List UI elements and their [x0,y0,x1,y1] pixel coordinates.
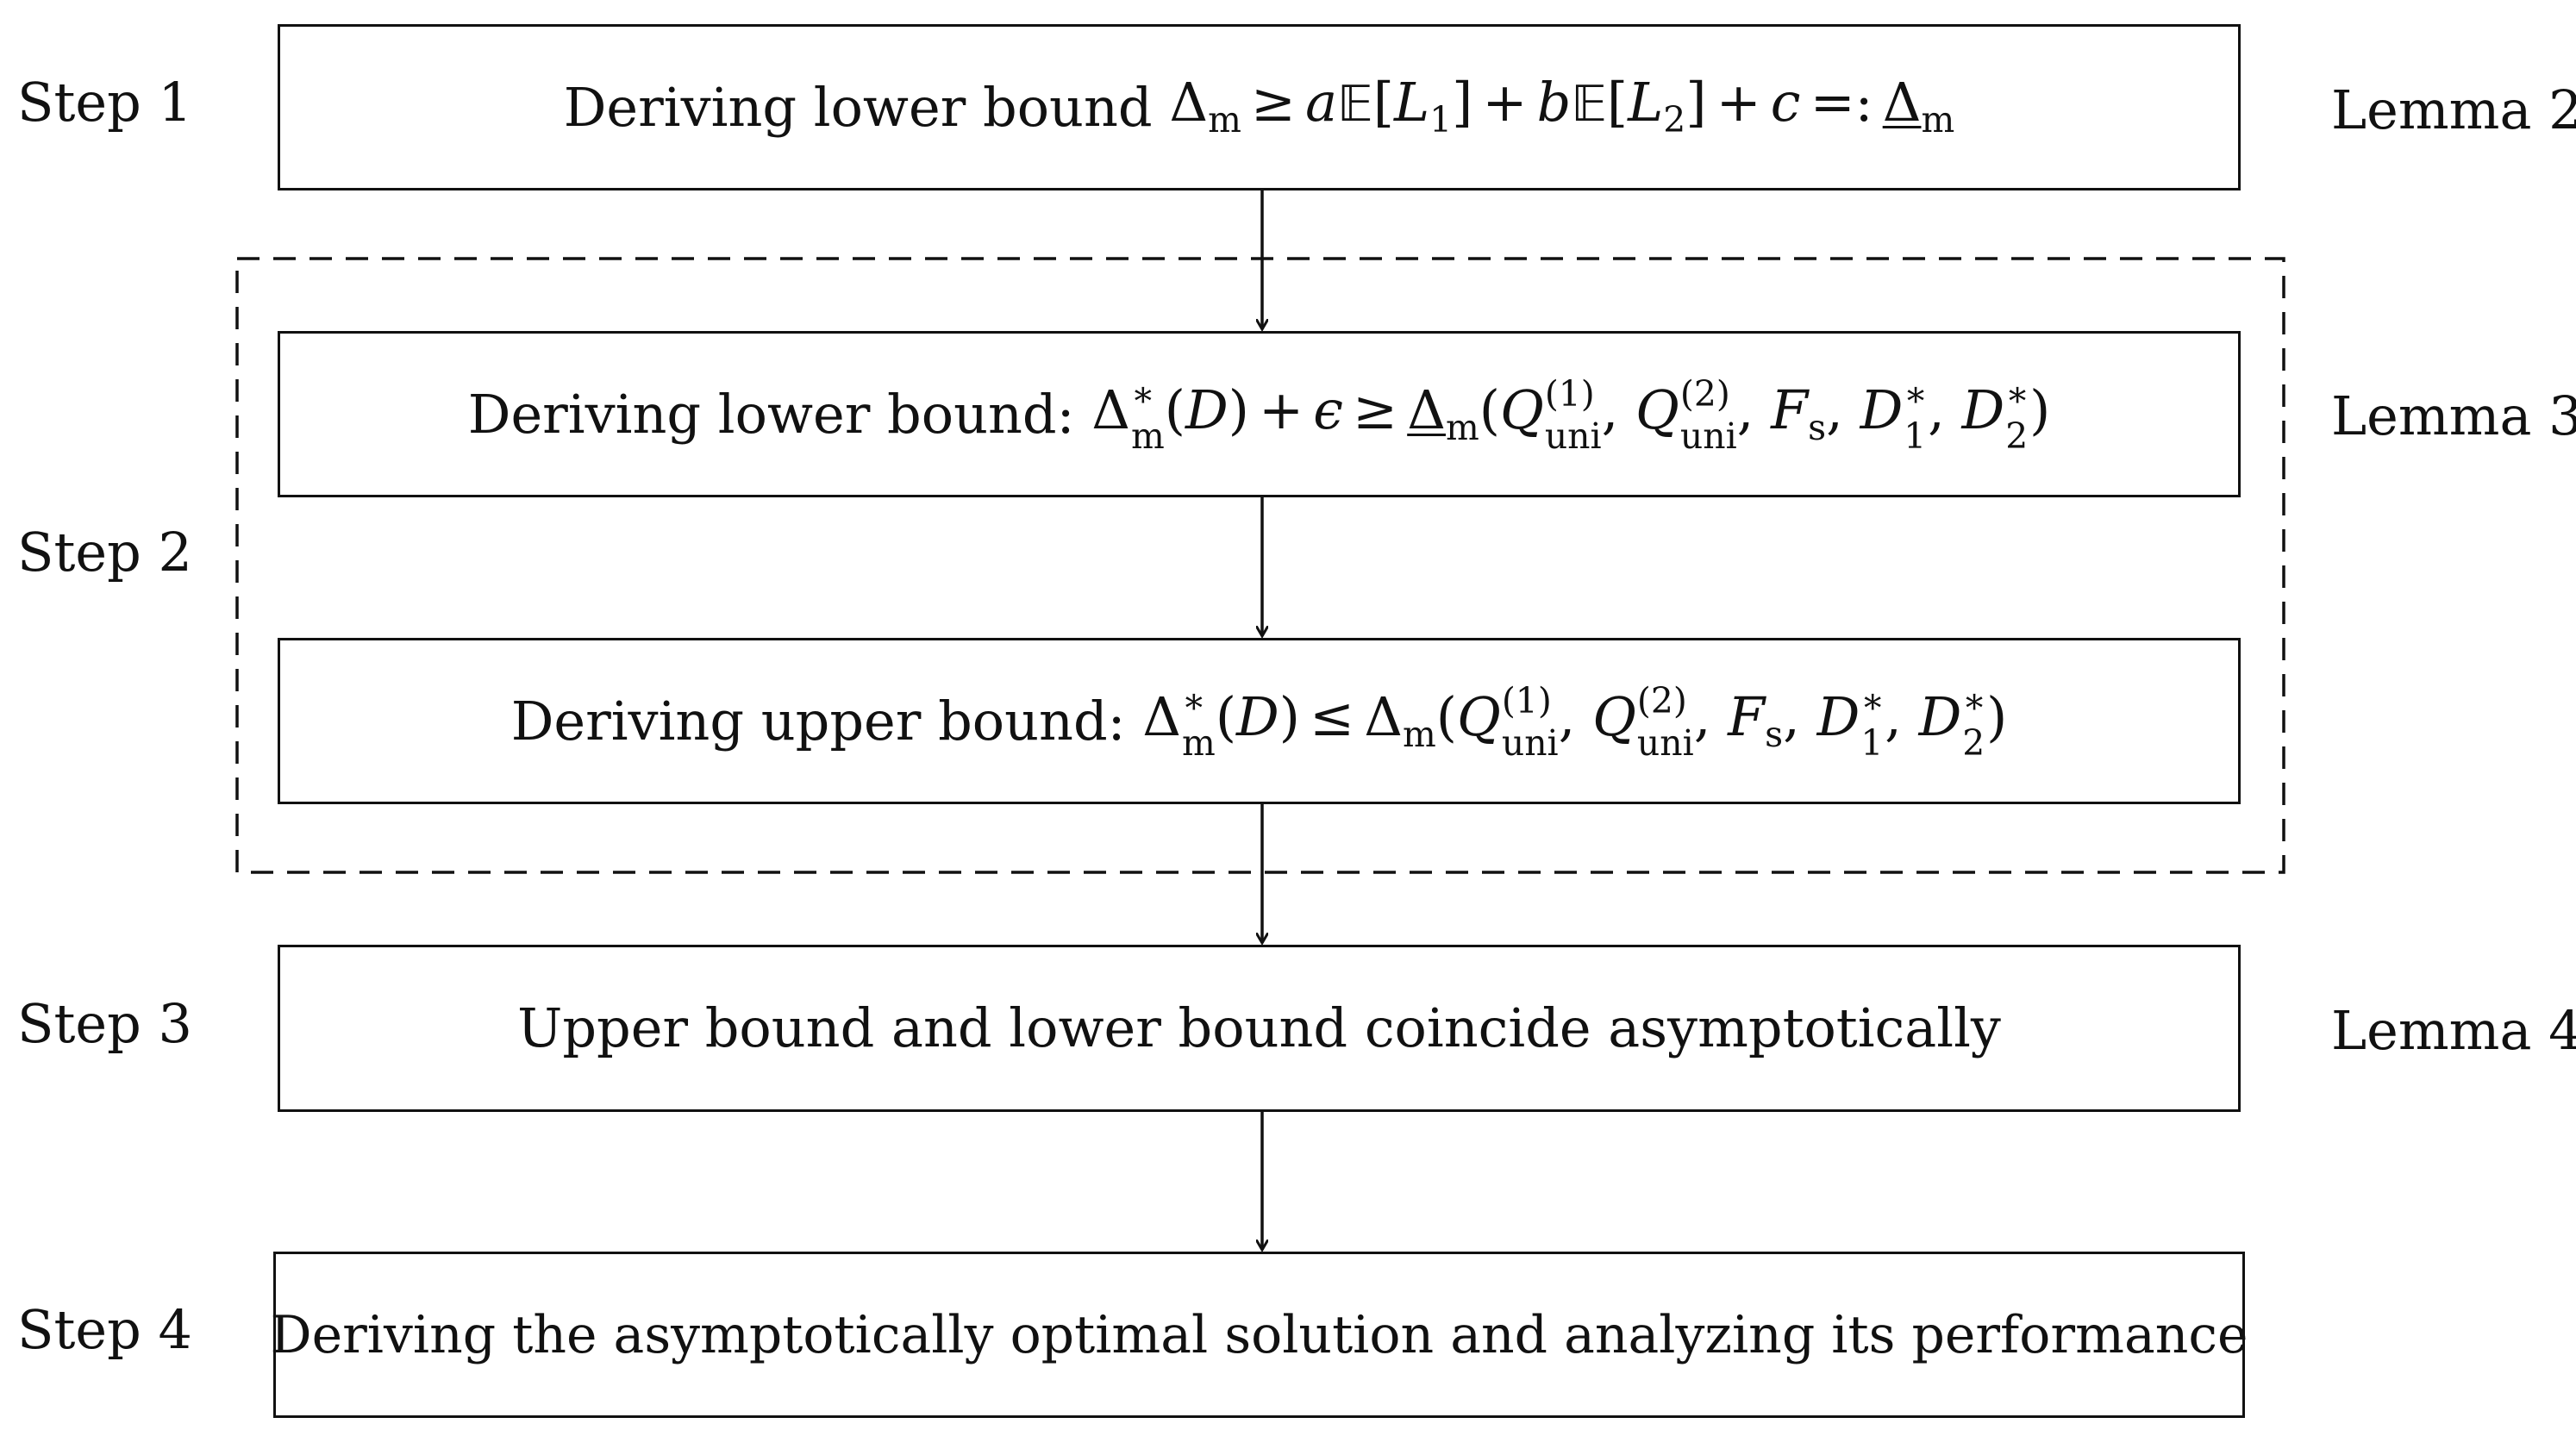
box-3-prefix: Deriving upper bound: [510,689,1143,752]
box-step-3-coincide: Upper bound and lower bound coincide asy… [278,945,2241,1112]
step-3-label: Step 3 [17,992,192,1055]
box-step-1-lower-bound: Deriving lower bound Δm≥a𝔼[L1]+b𝔼[L2]+c=… [278,24,2241,190]
lemma-4-label: Lemma 4 [2331,999,2576,1062]
box-3-formula: Δ∗m(D)≤Δm(Q(1)uni, Q(2)uni, Fs, D∗1, D∗2… [1142,679,2008,764]
step-2-label: Step 2 [17,521,192,584]
box-1-prefix: Deriving lower bound [563,75,1170,139]
step-1-label: Step 1 [17,71,192,134]
box-step-4-optimal-solution: Deriving the asymptotically optimal solu… [270,1252,2248,1418]
box-4-text: Upper bound and lower bound coincide asy… [517,996,2001,1059]
step-2-dashed-group [235,257,2285,874]
box-2-prefix: Deriving lower bound: [467,382,1092,446]
box-5-text: Deriving the asymptotically optimal solu… [270,1304,2248,1365]
box-step-2-lower-bound: Deriving lower bound: Δ∗m(D)+ϵ≥Δm(Q(1)un… [278,331,2241,497]
box-2-formula: Δ∗m(D)+ϵ≥Δm(Q(1)uni, Q(2)uni, Fs, D∗1, D… [1091,372,2051,457]
lemma-2-label: Lemma 2 [2331,78,2576,141]
lemma-3-label: Lemma 3 [2331,384,2576,447]
box-1-formula: Δm≥a𝔼[L1]+b𝔼[L2]+c=:Δm [1169,71,1955,141]
step-4-label: Step 4 [17,1298,192,1361]
box-step-2-upper-bound: Deriving upper bound: Δ∗m(D)≤Δm(Q(1)uni,… [278,638,2241,804]
